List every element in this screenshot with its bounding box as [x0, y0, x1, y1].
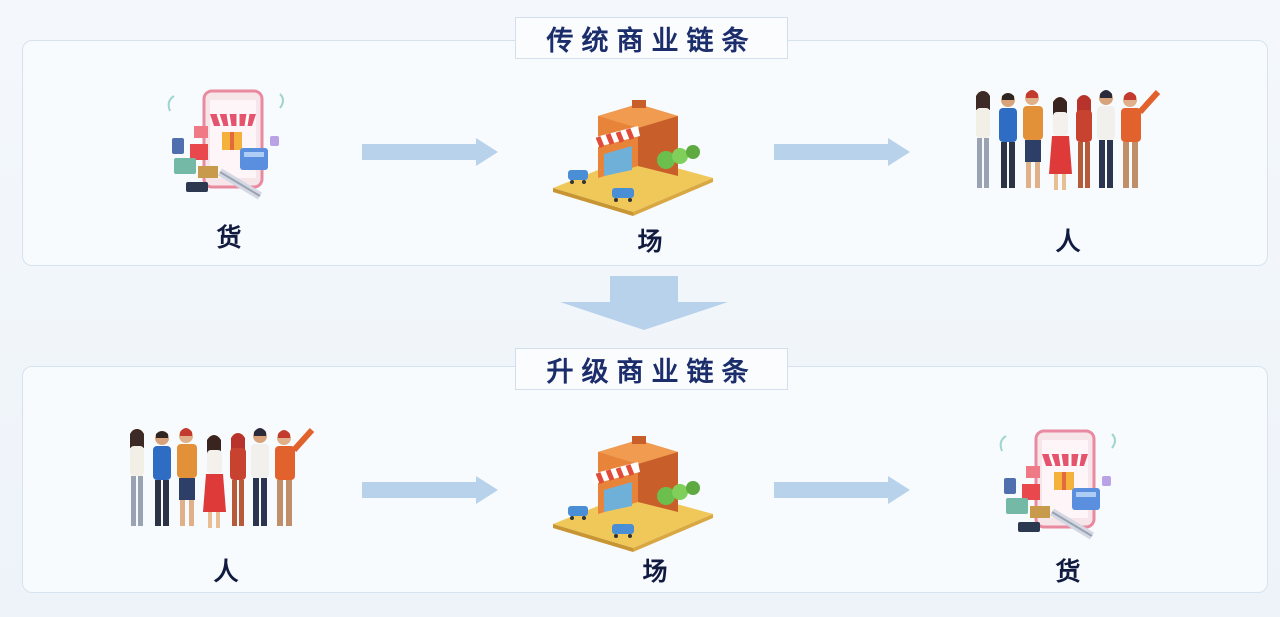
right-arrow-icon — [362, 138, 498, 166]
node-label-people: 人 — [213, 557, 239, 586]
node-label-venue: 场 — [637, 227, 663, 256]
right-arrow-icon — [774, 138, 910, 166]
store-building-icon — [548, 432, 718, 552]
upgraded-chain-title: 升级商业链条 — [515, 348, 788, 390]
node-label-goods: 货 — [1055, 557, 1081, 586]
people-group-icon — [122, 426, 322, 538]
traditional-chain-title: 传统商业链条 — [515, 17, 788, 59]
goods-shopping-icon — [992, 426, 1122, 546]
down-arrow-icon — [560, 276, 728, 330]
goods-shopping-icon — [160, 86, 290, 206]
node-label-people: 人 — [1055, 227, 1081, 256]
people-group-icon — [968, 88, 1168, 200]
store-building-icon — [548, 96, 718, 216]
node-label-venue: 场 — [642, 557, 668, 586]
right-arrow-icon — [362, 476, 498, 504]
node-label-goods: 货 — [216, 223, 242, 252]
right-arrow-icon — [774, 476, 910, 504]
